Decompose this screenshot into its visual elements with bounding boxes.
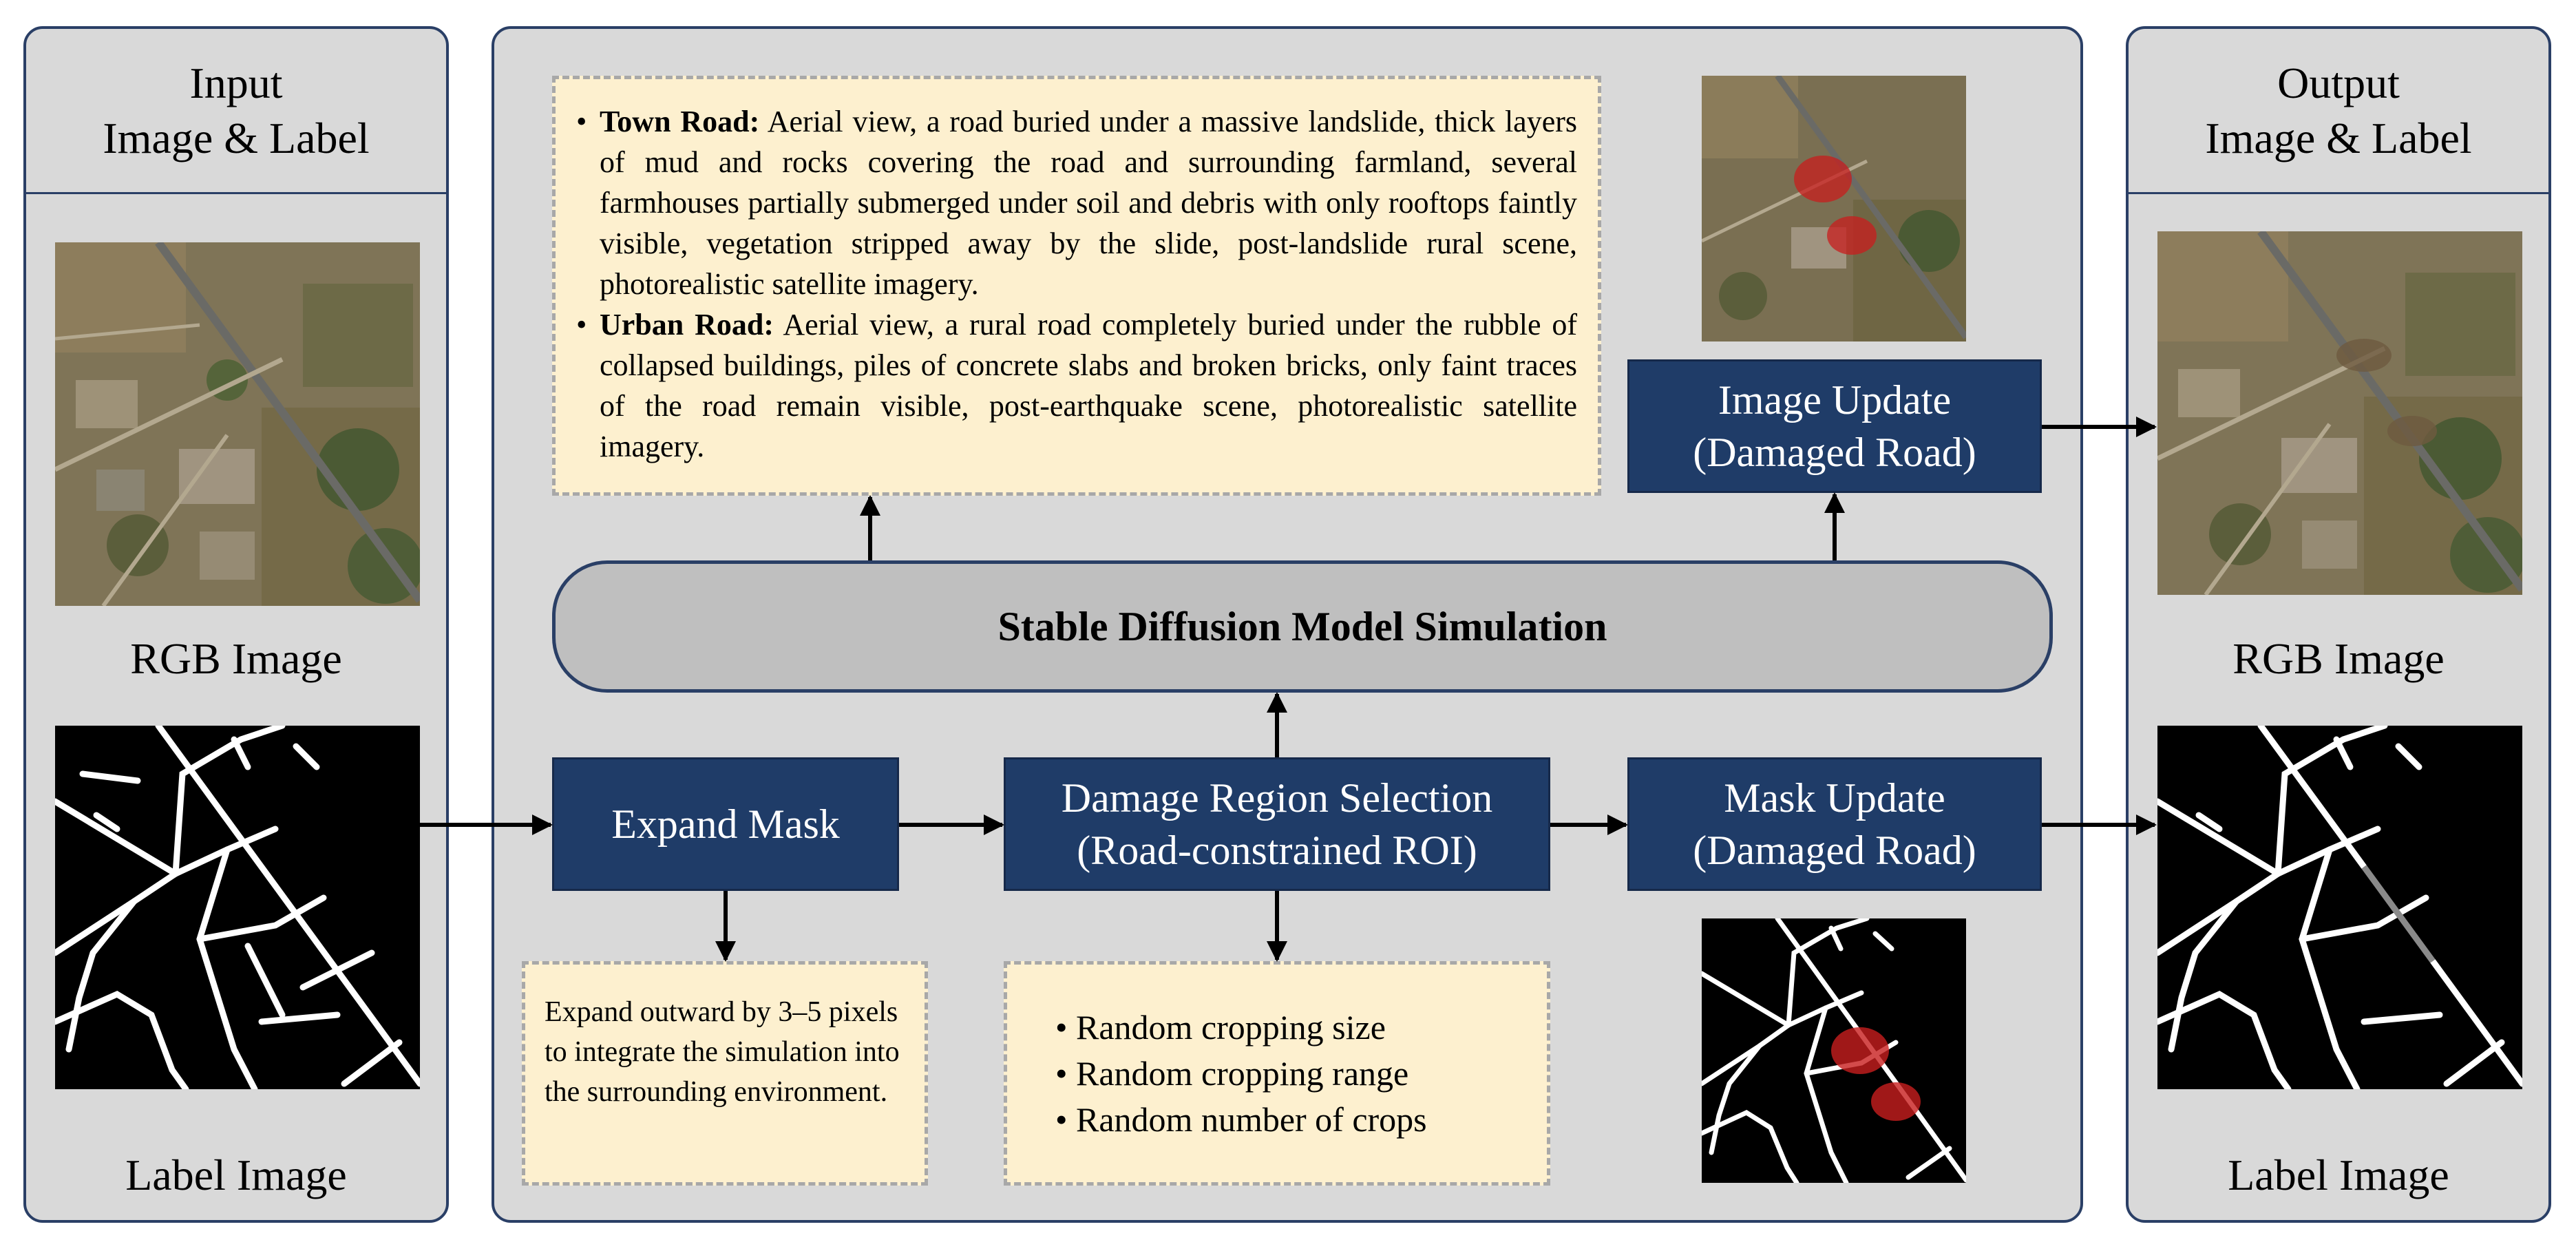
random-options-box: • Random cropping size • Random cropping… xyxy=(1004,961,1550,1186)
input-label-caption: Label Image xyxy=(125,1150,347,1199)
mask-damage-marker-2 xyxy=(1871,1082,1921,1121)
urban-road-text: Aerial view, a rural road completely bur… xyxy=(600,308,1577,463)
mask-damage-marker-1 xyxy=(1831,1027,1889,1074)
image-update-box: Image Update (Damaged Road) xyxy=(1627,359,2042,493)
expand-mask-label: Expand Mask xyxy=(611,801,840,847)
input-rgb-image xyxy=(55,242,420,606)
input-title-line2: Image & Label xyxy=(103,113,370,162)
image-update-line1: Image Update xyxy=(1718,377,1952,423)
output-rgb-image xyxy=(2157,231,2522,595)
town-road-label: Town Road: xyxy=(600,105,760,138)
town-road-text: Aerial view, a road buried under a massi… xyxy=(600,105,1577,301)
output-title-line2: Image & Label xyxy=(2205,113,2472,162)
image-update-line2: (Damaged Road) xyxy=(1693,430,1976,475)
damage-marker-2 xyxy=(1827,216,1877,255)
output-title-line1: Output xyxy=(2277,58,2400,107)
output-panel: Output Image & Label RGB Image xyxy=(2126,26,2551,1223)
damaged-image-preview xyxy=(1702,76,1966,341)
random-option-2: • Random cropping range xyxy=(1055,1054,1409,1093)
prompt-box: • Town Road: Aerial view, a road buried … xyxy=(552,76,1601,496)
expand-note-text: Expand outward by 3–5 pixels to integrat… xyxy=(545,996,900,1108)
stable-diffusion-box: Stable Diffusion Model Simulation xyxy=(552,560,2053,693)
input-title-line1: Input xyxy=(189,58,283,107)
mask-update-box: Mask Update (Damaged Road) xyxy=(1627,757,2042,891)
random-option-3: • Random number of crops xyxy=(1055,1100,1427,1139)
town-road-prompt: • Town Road: Aerial view, a road buried … xyxy=(576,105,1577,301)
input-rgb-caption: RGB Image xyxy=(130,634,342,683)
mask-update-line1: Mask Update xyxy=(1724,775,1945,821)
damaged-mask-preview xyxy=(1702,918,1966,1183)
damage-selection-line2: (Road-constrained ROI) xyxy=(1077,828,1477,873)
input-panel: Input Image & Label RGB Image xyxy=(23,26,449,1223)
damage-selection-line1: Damage Region Selection xyxy=(1061,775,1493,821)
expand-note-box: Expand outward by 3–5 pixels to integrat… xyxy=(522,961,928,1186)
expand-mask-box: Expand Mask xyxy=(552,757,899,891)
urban-road-prompt: • Urban Road: Aerial view, a rural road … xyxy=(576,308,1577,463)
output-label-image xyxy=(2157,726,2522,1089)
input-panel-title: Input Image & Label xyxy=(26,29,446,194)
output-panel-title: Output Image & Label xyxy=(2129,29,2548,194)
urban-road-label: Urban Road: xyxy=(600,308,774,341)
damage-region-selection-box: Damage Region Selection (Road-constraine… xyxy=(1004,757,1550,891)
damage-marker-1 xyxy=(1794,156,1852,202)
mask-update-line2: (Damaged Road) xyxy=(1693,828,1976,873)
output-rgb-caption: RGB Image xyxy=(2232,634,2445,683)
input-label-image xyxy=(55,726,420,1089)
random-option-1: • Random cropping size xyxy=(1055,1008,1386,1047)
output-label-caption: Label Image xyxy=(2228,1150,2449,1199)
